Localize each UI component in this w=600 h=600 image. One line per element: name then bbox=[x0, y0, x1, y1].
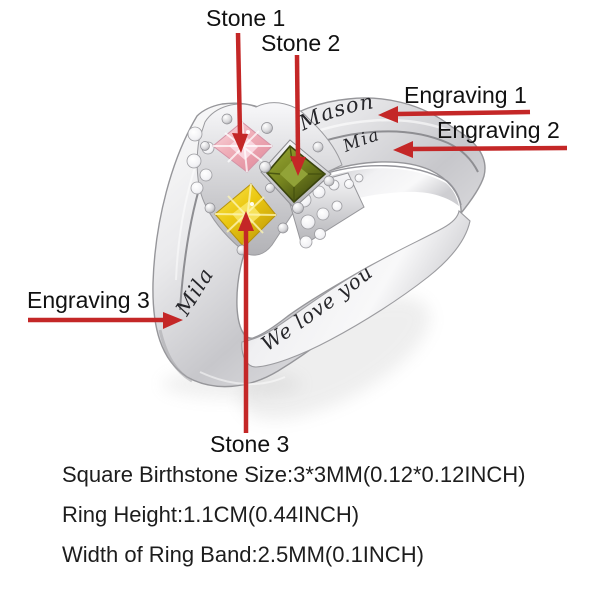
arrowhead bbox=[290, 156, 306, 176]
engraving-2-arrow bbox=[393, 141, 568, 158]
engraving-1-arrow bbox=[378, 106, 531, 123]
birthstone-2 bbox=[265, 144, 327, 204]
stone-1-arrow bbox=[232, 32, 248, 153]
inner-band-surface bbox=[241, 209, 471, 368]
stone-2-arrow bbox=[290, 54, 306, 176]
stone-3-label: Stone 3 bbox=[210, 431, 290, 457]
arrowhead bbox=[393, 141, 413, 158]
prongs bbox=[200, 113, 335, 256]
stone-1-label: Stone 1 bbox=[206, 5, 286, 31]
callout-arrows bbox=[28, 32, 568, 433]
engraving-3-arrow bbox=[28, 312, 183, 329]
engraving-3-label: Engraving 3 bbox=[27, 287, 150, 313]
accent-diamonds-left bbox=[186, 126, 215, 195]
engraving-2-label: Engraving 2 bbox=[437, 117, 560, 143]
spec-ring-height: Ring Height:1.1CM(0.44INCH) bbox=[62, 502, 360, 527]
engraving-1-label: Engraving 1 bbox=[404, 82, 527, 108]
arrowhead bbox=[378, 106, 398, 123]
spec-birthstone-size: Square Birthstone Size:3*3MM(0.12*0.12IN… bbox=[62, 462, 526, 487]
stone-2-label: Stone 2 bbox=[261, 30, 341, 56]
stone-3-arrow bbox=[238, 211, 254, 433]
arrowhead bbox=[232, 133, 248, 153]
arrowhead bbox=[238, 211, 254, 231]
spec-band-width: Width of Ring Band:2.5MM(0.1INCH) bbox=[62, 542, 424, 567]
arrowhead bbox=[163, 312, 183, 329]
